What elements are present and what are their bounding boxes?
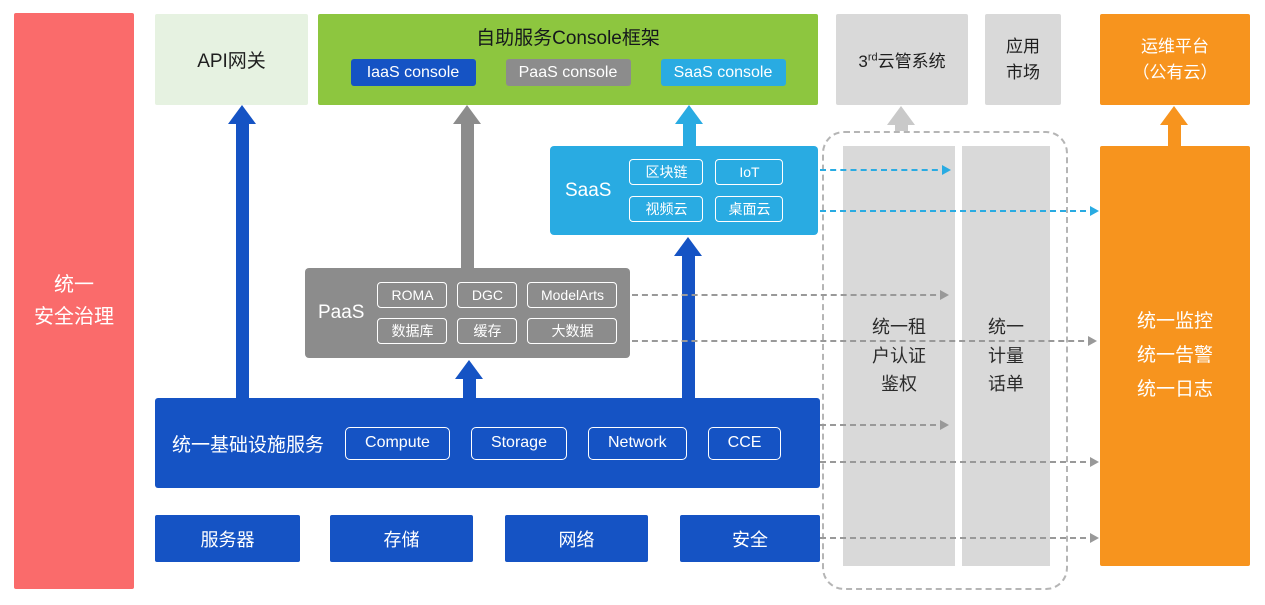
connector-arrowhead (1088, 336, 1097, 346)
hardware-storage-label: 存储 (383, 529, 420, 550)
arrow-head (228, 105, 256, 124)
app-market-box: 应用 市场 (985, 14, 1061, 105)
arrow-shaft (462, 376, 476, 398)
paas-item-roma: ROMA (377, 282, 448, 308)
hardware-storage-box: 存储 (330, 515, 473, 562)
iaas-item-compute: Compute (345, 426, 450, 460)
arrow-head (453, 105, 481, 124)
saas-item-blockchain: 区块链 (629, 159, 704, 185)
hardware-security-box: 安全 (680, 515, 820, 562)
console-framework-box: 自助服务Console框架 IaaS console PaaS console … (318, 14, 818, 105)
saas-item-iot: IoT (715, 159, 784, 185)
metering-label: 统一 计量 话单 (988, 316, 1024, 395)
connector-arrowhead (940, 290, 949, 300)
arrow-head (675, 105, 703, 124)
om-platform-label: 运维平台 （公有云） (1132, 37, 1218, 82)
connector-paas-to-tenant-auth (632, 290, 949, 300)
metering-bar: 统一 计量 话单 (962, 146, 1050, 566)
third-party-prefix: 3 (858, 52, 868, 71)
hardware-server-label: 服务器 (200, 529, 255, 550)
saas-items: 区块链 IoT 视频云 桌面云 (629, 159, 784, 222)
arrow-shaft (682, 121, 696, 146)
paas-item-database: 数据库 (377, 318, 448, 344)
connector-arrowhead (940, 420, 949, 430)
infrastructure-label: 统一基础设施服务 (172, 434, 325, 456)
connector-security-hw-to-monitoring (820, 533, 1099, 543)
connector-saas-to-monitoring (820, 206, 1099, 216)
arrow-frame-to-third-party (887, 106, 915, 131)
connector-arrowhead (1090, 206, 1099, 216)
paas-label: PaaS (318, 302, 365, 323)
hardware-server-box: 服务器 (155, 515, 300, 562)
arrow-infra-to-saas (674, 237, 702, 398)
hardware-security-label: 安全 (732, 529, 768, 550)
paas-console-button: PaaS console (505, 59, 631, 86)
api-gateway-label: API网关 (197, 51, 266, 72)
console-buttons-row: IaaS console PaaS console SaaS console (350, 59, 786, 86)
paas-item-bigdata: 大数据 (527, 318, 618, 344)
connector-paas-to-monitoring (632, 336, 1097, 346)
arrow-saas-to-console (675, 105, 703, 146)
paas-item-dgc: DGC (457, 282, 518, 308)
saas-box: SaaS 区块链 IoT 视频云 桌面云 (550, 146, 818, 235)
arrow-shaft (681, 253, 695, 398)
connector-arrowhead (1090, 457, 1099, 467)
paas-item-modelarts: ModelArts (527, 282, 618, 308)
paas-item-cache: 缓存 (457, 318, 518, 344)
arrow-monitoring-to-om (1160, 106, 1188, 146)
arrow-shaft (460, 121, 474, 268)
om-platform-box: 运维平台 （公有云） (1100, 14, 1250, 105)
iaas-item-network: Network (587, 426, 687, 460)
third-party-text: 云管系统 (877, 52, 946, 71)
monitoring-bar: 统一监控 统一告警 统一日志 (1100, 146, 1250, 566)
third-party-cloud-label: 3rd云管系统 (858, 47, 945, 72)
tenant-auth-bar: 统一租 户认证 鉴权 (843, 146, 955, 566)
app-market-label: 应用 市场 (1006, 37, 1040, 82)
console-framework-title: 自助服务Console框架 (476, 28, 660, 49)
arrow-infra-to-paas (455, 360, 483, 398)
iaas-item-storage: Storage (470, 426, 567, 460)
paas-items: ROMA DGC ModelArts 数据库 缓存 大数据 (377, 282, 618, 344)
arrow-infra-to-api-gateway (228, 105, 256, 398)
security-governance-bar: 统一 安全治理 (14, 13, 134, 589)
arrow-shaft (894, 122, 908, 131)
connector-infra-to-monitoring (820, 457, 1099, 467)
hardware-network-box: 网络 (505, 515, 648, 562)
arrow-paas-to-console (453, 105, 481, 268)
saas-console-button: SaaS console (660, 59, 786, 86)
paas-box: PaaS ROMA DGC ModelArts 数据库 缓存 大数据 (305, 268, 630, 358)
monitoring-label: 统一监控 统一告警 统一日志 (1136, 310, 1213, 401)
security-governance-label: 统一 安全治理 (34, 274, 114, 328)
iaas-console-button: IaaS console (350, 59, 476, 86)
arrow-head (1160, 106, 1188, 125)
infrastructure-bar: 统一基础设施服务 Compute Storage Network CCE (155, 398, 820, 488)
third-party-sup: rd (867, 51, 878, 64)
iaas-item-cce: CCE (707, 426, 782, 460)
connector-arrowhead (942, 165, 951, 175)
arrow-shaft (235, 121, 249, 398)
common-services-frame (822, 131, 1068, 590)
arrow-shaft (1167, 122, 1181, 146)
third-party-cloud-box: 3rd云管系统 (836, 14, 968, 105)
saas-item-video-cloud: 视频云 (629, 196, 704, 222)
saas-label: SaaS (565, 179, 612, 201)
saas-item-desktop-cloud: 桌面云 (715, 196, 784, 222)
hardware-network-label: 网络 (558, 529, 595, 550)
tenant-auth-label: 统一租 户认证 鉴权 (872, 316, 926, 395)
arrow-head (674, 237, 702, 256)
api-gateway-box: API网关 (155, 14, 308, 105)
connector-arrowhead (1090, 533, 1099, 543)
connector-infra-to-tenant-auth (820, 420, 949, 430)
connector-saas-to-tenant-auth (820, 165, 951, 175)
arrow-head (455, 360, 483, 379)
arrow-head (887, 106, 915, 125)
